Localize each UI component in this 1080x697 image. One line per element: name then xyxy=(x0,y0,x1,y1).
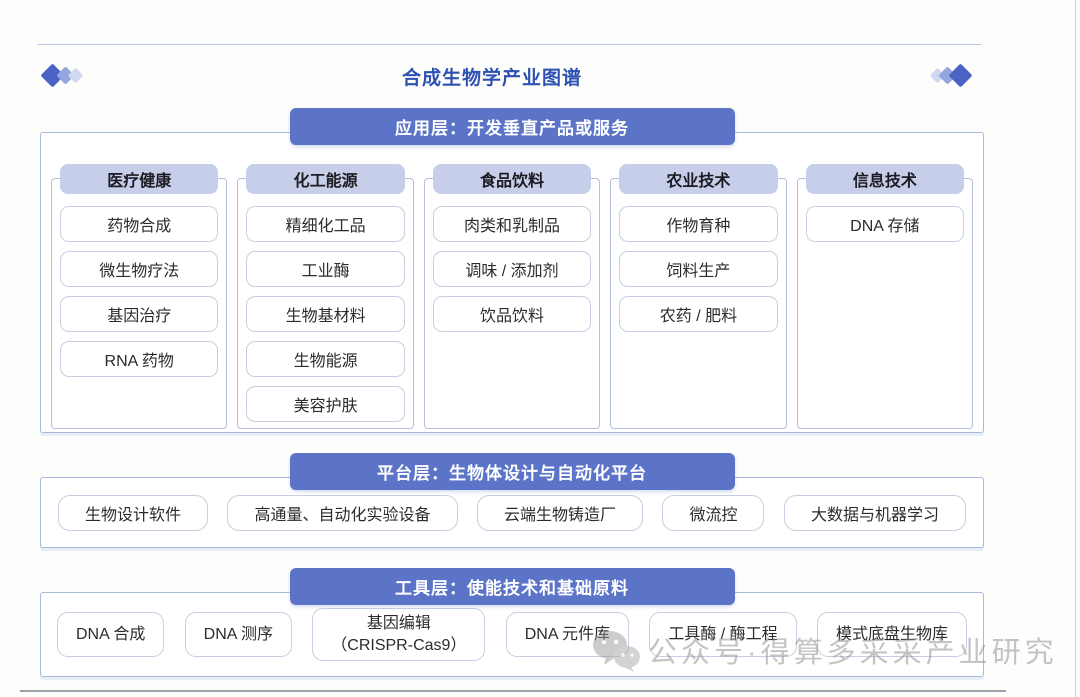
column-chemical-energy: 化工能源 精细化工品 工业酶 生物基材料 生物能源 美容护肤 xyxy=(237,164,414,429)
item-box: RNA 药物 xyxy=(60,341,219,377)
item-box: 生物基材料 xyxy=(246,296,405,332)
column-medical-health: 医疗健康 药物合成 微生物疗法 基因治疗 RNA 药物 xyxy=(51,164,228,429)
item-box: 工业酶 xyxy=(246,251,405,287)
diamond-icon xyxy=(948,62,973,88)
item-box: 微生物疗法 xyxy=(60,251,219,287)
column-items: 作物育种 饲料生产 农药 / 肥料 xyxy=(611,179,785,332)
item-box: DNA 存储 xyxy=(805,206,965,242)
column-header: 化工能源 xyxy=(246,164,405,194)
item-box: 农药 / 肥料 xyxy=(619,296,778,332)
page-title: 合成生物学产业图谱 xyxy=(401,68,582,89)
item-box: 生物能源 xyxy=(246,341,405,377)
column-header: 农业技术 xyxy=(619,164,778,194)
column-food-beverage: 食品饮料 肉类和乳制品 调味 / 添加剂 饮品饮料 xyxy=(423,164,601,429)
right-edge-divider xyxy=(1075,0,1076,697)
column-information-tech: 信息技术 DNA 存储 xyxy=(796,164,974,429)
item-box: 肉类和乳制品 xyxy=(432,206,592,242)
item-box: 药物合成 xyxy=(60,206,219,242)
item-label: 工具酶 / 酶工程 xyxy=(668,625,778,643)
item-label: DNA 元件库 xyxy=(524,625,611,643)
item-box: 生物设计软件 xyxy=(58,494,209,531)
column-header: 医疗健康 xyxy=(60,164,219,194)
item-box: 微流控 xyxy=(662,494,765,531)
platform-layer-section: 平台层：生物体设计与自动化平台 生物设计软件 高通量、自动化实验设备 云端生物铸… xyxy=(40,453,984,548)
tool-layer-title: 工具层：使能技术和基础原料 xyxy=(289,568,735,605)
tool-layer-panel: DNA 合成 DNA 测序 基因编辑 （CRISPR-Cas9） DNA 元件库… xyxy=(40,592,984,677)
application-layer-title: 应用层：开发垂直产品或服务 xyxy=(289,108,735,145)
item-box: 大数据与机器学习 xyxy=(783,494,966,531)
item-box: DNA 合成 xyxy=(57,612,165,657)
item-box: DNA 测序 xyxy=(184,612,292,657)
item-box: 高通量、自动化实验设备 xyxy=(227,494,458,531)
item-box: 调味 / 添加剂 xyxy=(432,251,592,287)
item-box: 基因治疗 xyxy=(60,296,219,332)
column-items: DNA 存储 xyxy=(798,179,972,242)
column-items: 肉类和乳制品 调味 / 添加剂 饮品饮料 xyxy=(425,179,599,332)
item-label: 基因编辑 xyxy=(366,614,431,632)
item-box: 美容护肤 xyxy=(246,386,405,422)
item-label: （CRISPR-Cas9） xyxy=(331,636,467,654)
bottom-divider xyxy=(20,690,1006,692)
right-diamond-ornament xyxy=(929,62,973,88)
column-header: 食品饮料 xyxy=(432,164,592,194)
application-layer-panel: 医疗健康 药物合成 微生物疗法 基因治疗 RNA 药物 化工能源 精细化工品 工… xyxy=(40,132,984,433)
column-items: 精细化工品 工业酶 生物基材料 生物能源 美容护肤 xyxy=(238,179,412,422)
item-box: 基因编辑 （CRISPR-Cas9） xyxy=(312,607,486,662)
item-box: 作物育种 xyxy=(619,206,778,242)
item-box: 精细化工品 xyxy=(246,206,405,242)
item-label: DNA 测序 xyxy=(203,625,273,643)
item-box: DNA 元件库 xyxy=(505,612,630,657)
item-label: 模式底盘生物库 xyxy=(835,625,948,643)
column-header: 信息技术 xyxy=(805,164,965,194)
item-label: DNA 合成 xyxy=(76,625,146,643)
item-box: 饮品饮料 xyxy=(432,296,592,332)
item-box: 模式底盘生物库 xyxy=(816,612,967,657)
item-box: 云端生物铸造厂 xyxy=(476,494,643,531)
tool-layer-section: 工具层：使能技术和基础原料 DNA 合成 DNA 测序 基因编辑 （CRISPR… xyxy=(40,568,984,677)
column-items: 药物合成 微生物疗法 基因治疗 RNA 药物 xyxy=(52,179,226,377)
top-divider xyxy=(38,44,982,45)
platform-layer-panel: 生物设计软件 高通量、自动化实验设备 云端生物铸造厂 微流控 大数据与机器学习 xyxy=(40,477,984,548)
item-box: 工具酶 / 酶工程 xyxy=(649,612,797,657)
item-box: 饲料生产 xyxy=(619,251,778,287)
application-layer-section: 应用层：开发垂直产品或服务 医疗健康 药物合成 微生物疗法 基因治疗 RNA 药… xyxy=(40,108,984,433)
column-agriculture-tech: 农业技术 作物育种 饲料生产 农药 / 肥料 xyxy=(610,164,787,429)
platform-layer-title: 平台层：生物体设计与自动化平台 xyxy=(289,453,735,490)
